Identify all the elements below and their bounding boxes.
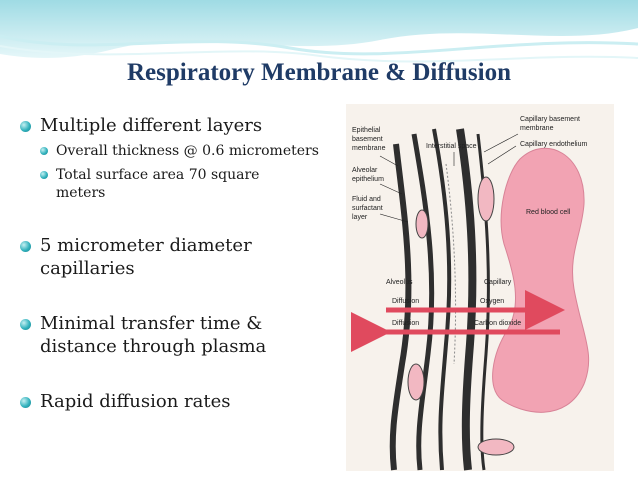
epithelial-cell-shape (407, 363, 425, 401)
bullet-item: 5 micrometer diameter capillaries (10, 234, 340, 280)
red-blood-cell-label: Red blood cell (526, 209, 571, 216)
sub-bullet-item: Total surface area 70 square meters (10, 166, 340, 202)
interstitial-space-label: Interstitial space (426, 143, 477, 150)
oxygen-label: Oxygen (480, 298, 504, 305)
membrane-layer-shape (411, 133, 435, 471)
fluid-and-surfactant-layer-label: Fluid and surfactant layer (352, 196, 385, 221)
membrane-layer-shape (456, 128, 477, 471)
epithelial-basement-membrane-label: Epithelial basement membrane (352, 127, 386, 152)
diffusion-label: Diffusion (392, 298, 419, 305)
capillary-label: Capillary (484, 279, 512, 286)
bullet-icon (40, 147, 48, 155)
bullet-icon (20, 319, 31, 330)
bullet-text: Rapid diffusion rates (40, 391, 231, 412)
sub-bullet-text: Overall thickness @ 0.6 micrometers (56, 143, 319, 159)
bullet-icon (20, 241, 31, 252)
bullet-item: Rapid diffusion rates (10, 390, 340, 413)
bullet-item: Multiple different layers (10, 114, 340, 137)
interstitial-fibers-shape (445, 163, 457, 365)
respiratory-membrane-diagram: Epithelial basement membrane Interstitia… (346, 104, 614, 471)
red-blood-cell-shape (492, 147, 590, 413)
bullet-item: Minimal transfer time & distance through… (10, 312, 340, 358)
header-wave-decoration (0, 0, 638, 63)
bullet-list: Multiple different layers Overall thickn… (10, 114, 340, 413)
capillary-basement-membrane-label: Capillary basement membrane (520, 116, 582, 132)
carbon-dioxide-label: Carbon dioxide (474, 320, 521, 327)
sub-bullet-item: Overall thickness @ 0.6 micrometers (10, 142, 340, 160)
bullet-icon (40, 171, 48, 179)
alveolus-label: Alveolus (386, 279, 413, 286)
slide-title: Respiratory Membrane & Diffusion (127, 59, 511, 86)
bullet-icon (20, 121, 31, 132)
diffusion-label: Diffusion (392, 320, 419, 327)
endothelial-cell-shape (415, 209, 429, 239)
sub-bullet-text: Total surface area 70 square meters (56, 167, 260, 201)
alveolar-epithelium-label: Alveolar epithelium (352, 167, 384, 183)
membrane-layer-shape (432, 128, 452, 471)
red-blood-cell-shape (477, 438, 515, 456)
bullet-text: Multiple different layers (40, 115, 263, 136)
bullet-text: 5 micrometer diameter capillaries (40, 235, 252, 279)
endothelial-cell-shape (477, 176, 495, 222)
bullet-text: Minimal transfer time & distance through… (40, 313, 267, 357)
bullet-icon (20, 397, 31, 408)
membrane-layer-shape (389, 143, 412, 471)
capillary-endothelium-label: Capillary endothelium (520, 141, 587, 148)
